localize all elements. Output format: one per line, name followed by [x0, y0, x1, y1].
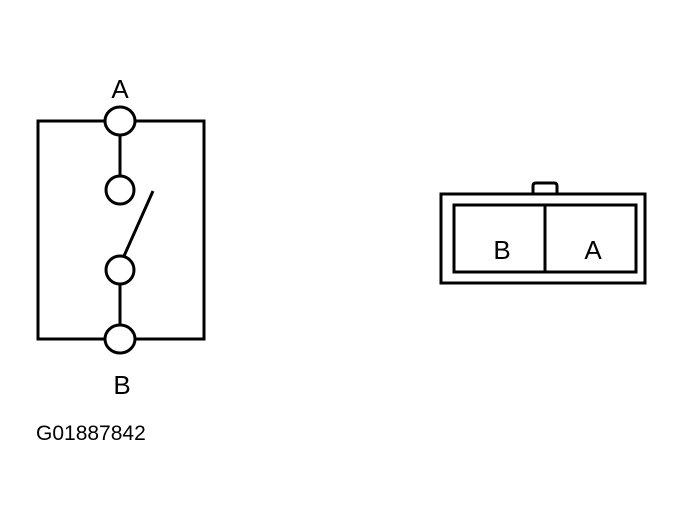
figure-code: G01887842	[36, 422, 146, 445]
connector-housing	[439, 192, 647, 285]
frame-left-side	[36, 119, 105, 341]
connector-lock-tab	[531, 181, 559, 194]
switch-schematic: A B	[36, 74, 206, 400]
frame-right-side	[135, 119, 206, 341]
terminal-a-label: A	[111, 74, 129, 104]
cavity-a-label: A	[584, 235, 602, 265]
upper-contact-node	[104, 174, 136, 206]
terminal-b-node	[103, 323, 137, 355]
switch-blade	[122, 190, 155, 257]
terminal-b-label: B	[113, 370, 130, 400]
connector-face: B A	[439, 181, 647, 285]
lower-contact-node	[104, 254, 136, 286]
terminal-a-node	[103, 105, 137, 137]
cavity-b-label: B	[493, 235, 510, 265]
